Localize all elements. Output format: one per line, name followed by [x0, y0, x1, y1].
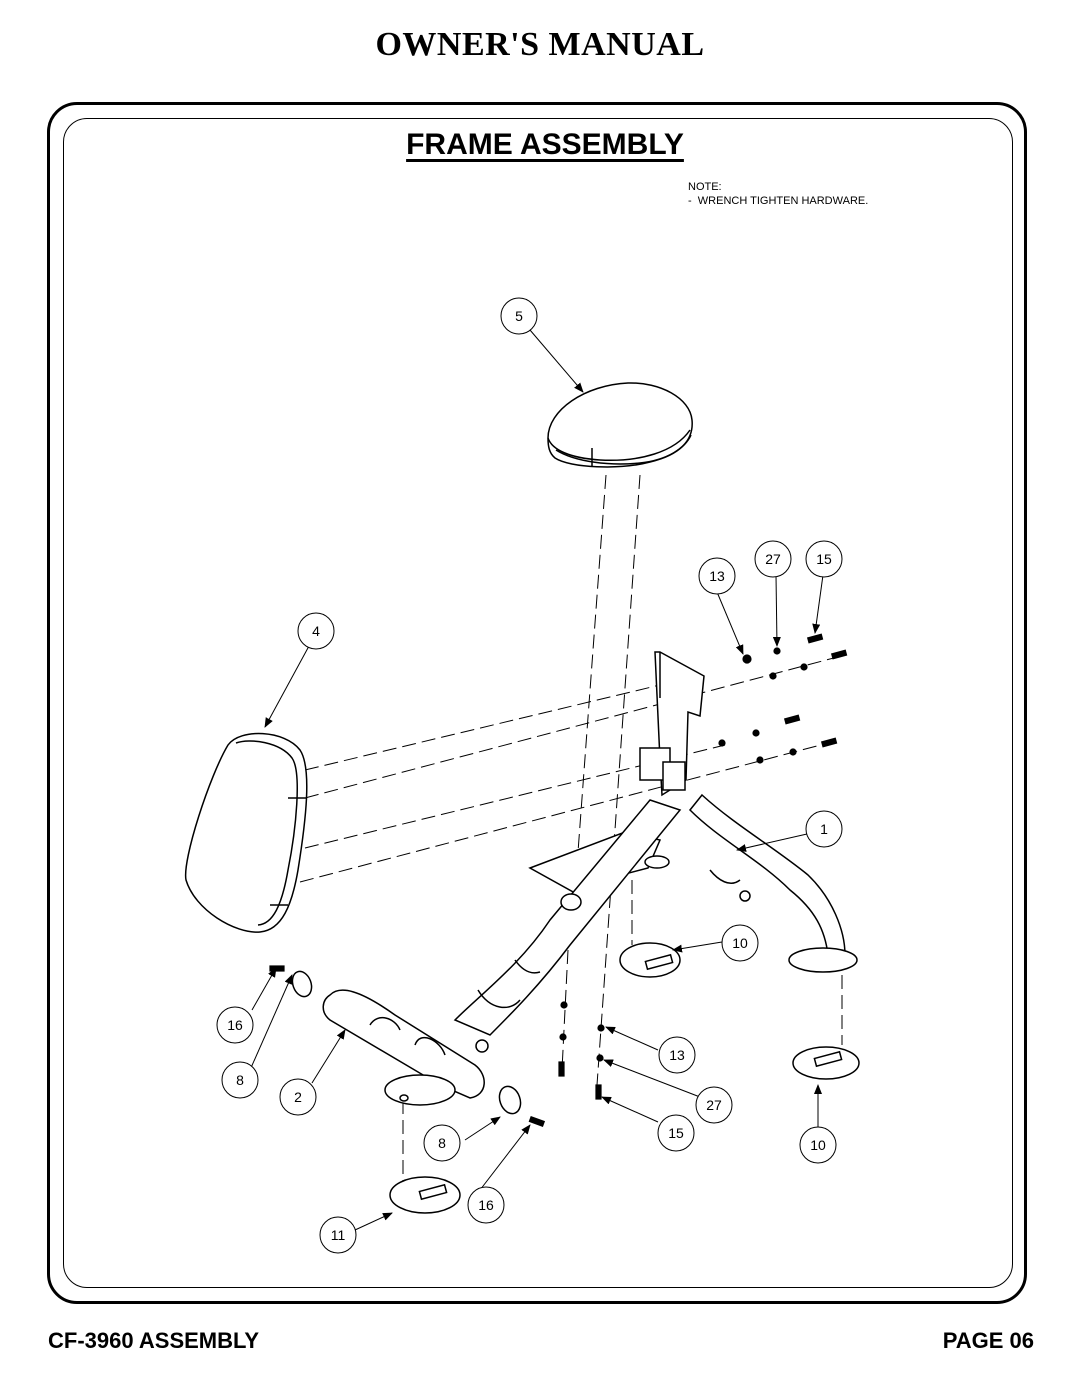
- svg-text:8: 8: [438, 1135, 446, 1151]
- svg-text:16: 16: [478, 1197, 494, 1213]
- seat-pad: [547, 382, 693, 468]
- svg-text:13: 13: [709, 568, 725, 584]
- svg-text:15: 15: [816, 551, 832, 567]
- svg-text:2: 2: [294, 1089, 302, 1105]
- hardware: [269, 633, 848, 1127]
- callout-2: 2: [279, 1078, 317, 1116]
- callouts: 5 13 27 15 4 1 10 16 8 2 13 27 15 8 10 1…: [216, 297, 843, 1254]
- note-block: NOTE: - WRENCH TIGHTEN HARDWARE.: [688, 180, 868, 208]
- callout-5: 5: [500, 297, 538, 335]
- svg-text:11: 11: [331, 1227, 346, 1243]
- floor-glides: [389, 942, 860, 1214]
- callout-8-left: 8: [221, 1061, 259, 1099]
- svg-text:27: 27: [765, 551, 781, 567]
- svg-text:10: 10: [810, 1137, 826, 1153]
- svg-text:16: 16: [227, 1017, 243, 1033]
- main-frame: [322, 651, 858, 1106]
- footer-model-label: CF-3960 ASSEMBLY: [48, 1328, 260, 1353]
- back-pad: [184, 732, 308, 933]
- callout-1: 1: [805, 810, 843, 848]
- svg-text:8: 8: [236, 1072, 244, 1088]
- callout-27-top: 27: [754, 540, 792, 578]
- svg-text:13: 13: [669, 1047, 685, 1063]
- callout-16-bottom: 16: [467, 1186, 505, 1224]
- callout-13-bottom: 13: [658, 1036, 696, 1074]
- assembly-guide-lines: [299, 474, 846, 1185]
- footer-page-number: PAGE 06: [942, 1328, 1034, 1353]
- svg-text:27: 27: [706, 1097, 722, 1113]
- note-label: NOTE:: [688, 181, 722, 193]
- svg-text:1: 1: [820, 821, 828, 837]
- inner-page-border: [63, 118, 1013, 1288]
- svg-text:15: 15: [668, 1125, 684, 1141]
- callout-11: 11: [319, 1216, 357, 1254]
- callout-4: 4: [297, 612, 335, 650]
- callout-15-top: 15: [805, 540, 843, 578]
- note-line: - WRENCH TIGHTEN HARDWARE.: [688, 195, 869, 207]
- callout-10-mid: 10: [721, 924, 759, 962]
- outer-page-border: [47, 102, 1027, 1304]
- svg-text:5: 5: [515, 308, 523, 324]
- callout-27-bottom: 27: [695, 1086, 733, 1124]
- callout-8-bottom: 8: [423, 1124, 461, 1162]
- callout-13-top: 13: [698, 557, 736, 595]
- end-caps: [291, 970, 522, 1115]
- section-title: FRAME ASSEMBLY: [406, 128, 684, 161]
- manual-title: OWNER'S MANUAL: [375, 26, 705, 63]
- callout-leaders: [249, 329, 824, 1231]
- callout-16-left: 16: [216, 1006, 254, 1044]
- svg-text:4: 4: [312, 623, 320, 639]
- svg-text:10: 10: [732, 935, 748, 951]
- callout-10-right: 10: [799, 1126, 837, 1164]
- callout-15-bottom: 15: [657, 1114, 695, 1152]
